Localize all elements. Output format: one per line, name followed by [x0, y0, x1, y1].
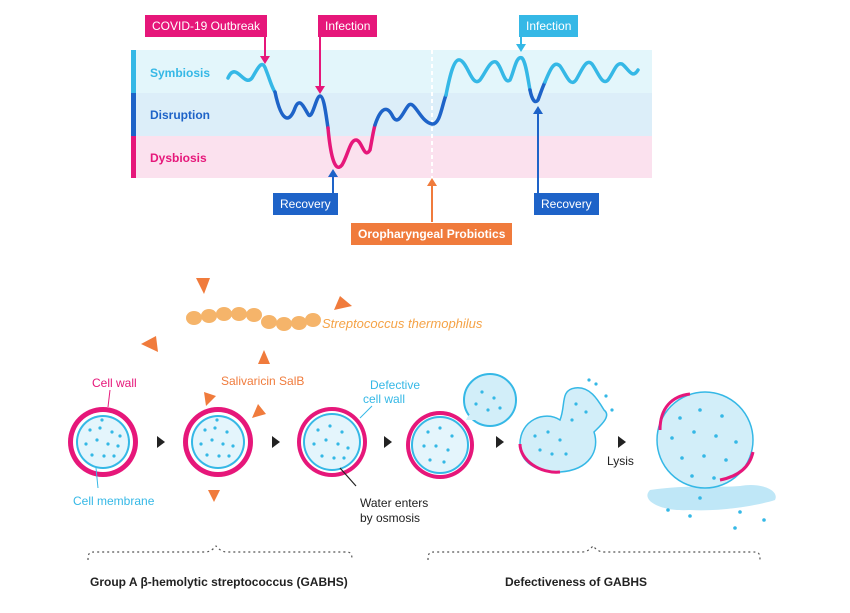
defective-label-1: Defective: [370, 378, 421, 392]
arrow-3: [384, 436, 392, 448]
cell-3: [297, 407, 367, 477]
arrow-5: [618, 436, 626, 448]
defective-label-2: cell wall: [363, 392, 406, 406]
symbiosis-band: [135, 50, 652, 93]
recovery-2-arrowhead: [533, 106, 543, 114]
infection-2-arrowhead: [516, 44, 526, 52]
covid-outbreak-tag: COVID-19 Outbreak: [145, 15, 268, 37]
probiotics-tag: Oropharyngeal Probiotics: [351, 223, 513, 245]
water-label-1: Water enters: [360, 496, 429, 510]
covid-arrowhead: [260, 56, 270, 64]
arrow-1: [157, 436, 165, 448]
cell-membrane-pointer: [95, 467, 99, 489]
recovery-tag-2: Recovery: [534, 193, 599, 215]
disruption-marker: [131, 93, 136, 136]
water-pointer: [339, 467, 357, 487]
cell-4: [406, 373, 517, 479]
defectiveness-label: Defectiveness of GABHS: [505, 575, 648, 589]
salivaricin-triangles-top: [141, 278, 352, 364]
defective-pointer: [359, 405, 373, 419]
wave-symbiosis-3: [543, 60, 640, 85]
infection-tag-1: Infection: [318, 15, 378, 37]
arrow-4: [496, 436, 504, 448]
cell-1: [68, 407, 138, 477]
cell-membrane-label: Cell membrane: [73, 494, 155, 508]
symbiosis-marker: [131, 50, 136, 93]
arrow-2: [272, 436, 280, 448]
wave-dysbiosis: [326, 123, 377, 169]
disruption-label: Disruption: [150, 108, 210, 122]
recovery-1-arrowhead: [328, 169, 338, 177]
cell-6-lysed: [647, 391, 776, 530]
bacterium-chain: [186, 307, 321, 331]
salivaricin-label: Salivaricin SalB: [221, 374, 305, 388]
wave-disruption-3: [528, 80, 547, 104]
infection-1-arrowhead: [315, 86, 325, 94]
group-gabhs-label: Group A β-hemolytic streptococcus (GABHS…: [90, 575, 348, 589]
bracket-left: [87, 545, 353, 561]
lysis-label: Lysis: [607, 454, 634, 468]
cell-2: [183, 407, 253, 477]
cell-wall-pointer: [107, 389, 111, 408]
cell-5: [518, 378, 614, 474]
dysbiosis-label: Dysbiosis: [150, 151, 207, 165]
wave-symbiosis-2: [444, 56, 532, 97]
wave-symbiosis-start: [226, 62, 277, 94]
water-label-2: by osmosis: [360, 511, 421, 525]
symbiosis-label: Symbiosis: [150, 66, 211, 80]
probiotics-arrowhead: [427, 178, 437, 186]
wave-disruption-1: [273, 90, 330, 130]
cell-wall-label: Cell wall: [92, 376, 137, 390]
wave-disruption-2: [373, 93, 448, 127]
infection-tag-2: Infection: [519, 15, 579, 37]
salivaricin-triangles-cell: [204, 392, 266, 502]
dysbiosis-marker: [131, 136, 136, 178]
dysbiosis-band: [135, 136, 652, 178]
bracket-right: [427, 545, 761, 561]
bacterium-label: Streptococcus thermophilus: [322, 316, 483, 331]
recovery-tag-1: Recovery: [273, 193, 338, 215]
